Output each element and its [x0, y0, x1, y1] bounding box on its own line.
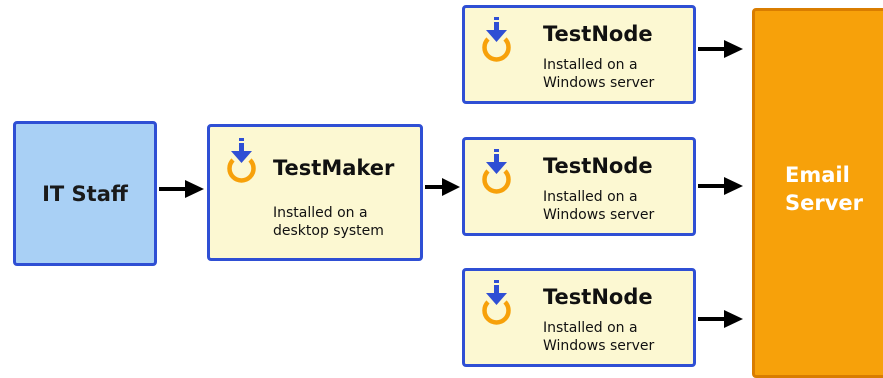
testnode-box-3: TestNode Installed on a Windows server	[462, 268, 696, 367]
email-server-label: Email Server	[785, 163, 864, 215]
download-power-icon	[482, 149, 511, 194]
testnode-box-1: TestNode Installed on a Windows server	[462, 5, 696, 104]
arrow-testnode2-to-email	[698, 177, 743, 195]
it-staff-label: IT Staff	[42, 181, 128, 206]
testmaker-subtitle: Installed on a desktop system	[273, 205, 384, 239]
download-power-icon	[482, 280, 511, 325]
testnode-title: TestNode	[543, 154, 653, 178]
download-power-icon	[482, 17, 511, 62]
arrow-testnode1-to-email	[698, 40, 743, 58]
testnode-subtitle: Installed on a Windows server	[543, 57, 655, 91]
arrow-testnode3-to-email	[698, 310, 743, 328]
testnode-subtitle: Installed on a Windows server	[543, 320, 655, 354]
testnode-title: TestNode	[543, 285, 653, 309]
download-power-icon	[227, 138, 256, 183]
email-server-box: Email Server	[752, 8, 883, 378]
testnode-title: TestNode	[543, 22, 653, 46]
arrow-itstaff-to-testmaker	[159, 180, 204, 198]
testnode-subtitle: Installed on a Windows server	[543, 189, 655, 223]
testnode-box-2: TestNode Installed on a Windows server	[462, 137, 696, 236]
it-staff-box: IT Staff	[13, 121, 157, 266]
testmaker-box: TestMaker Installed on a desktop system	[207, 124, 423, 261]
testmaker-title: TestMaker	[273, 156, 395, 180]
arrow-testmaker-to-testnode	[425, 178, 460, 196]
